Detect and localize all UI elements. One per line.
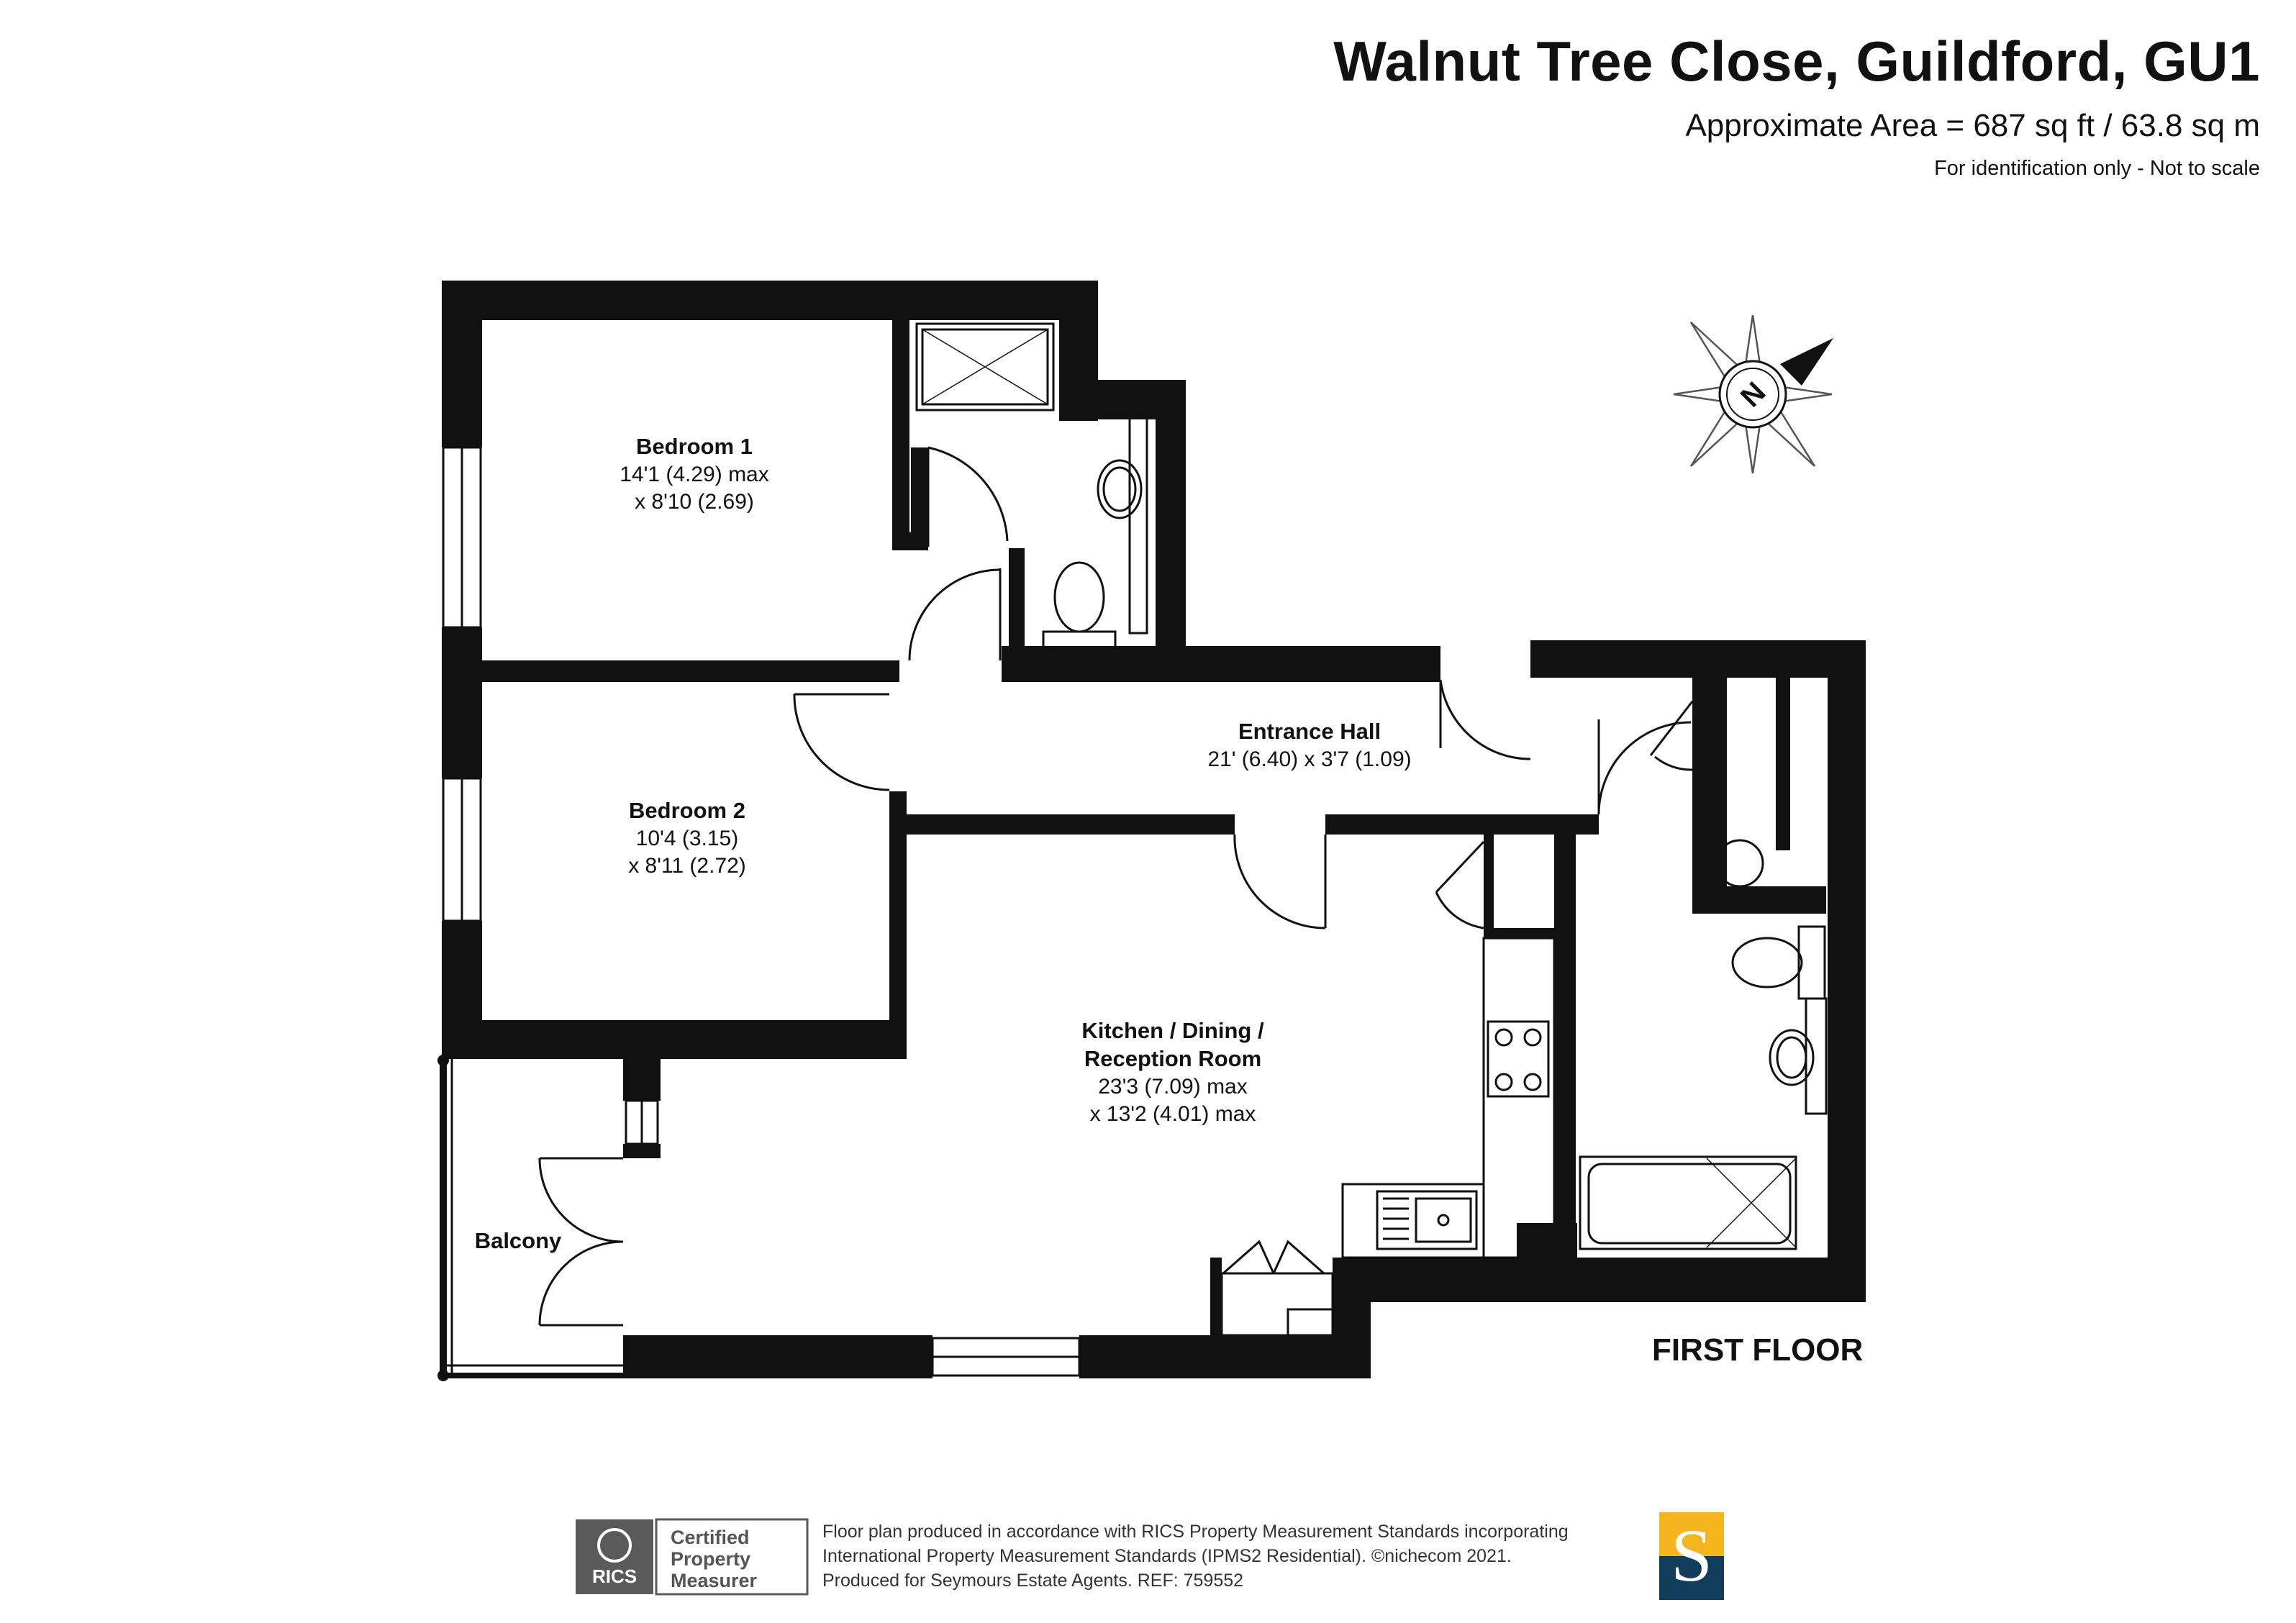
room-dimension: 23'3 (7.09) max xyxy=(1098,1075,1248,1099)
room-entrance-hall: Entrance Hall 21' (6.40) x 3'7 (1.09) xyxy=(1166,718,1453,773)
scale-note: For identification only - Not to scale xyxy=(1934,157,2260,180)
rics-line1: Certified xyxy=(671,1527,750,1548)
approximate-area: Approximate Area = 687 sq ft / 63.8 sq m xyxy=(1685,108,2260,143)
footer-line: Floor plan produced in accordance with R… xyxy=(822,1522,1569,1542)
footer-line: International Property Measurement Stand… xyxy=(822,1546,1512,1566)
balcony-post xyxy=(437,1055,449,1381)
rics-line2: Property xyxy=(671,1548,750,1570)
walls xyxy=(442,281,1866,1378)
room-bedroom-1: Bedroom 1 14'1 (4.29) max x 8'10 (2.69) xyxy=(590,433,799,516)
floor-label: FIRST FLOOR xyxy=(1652,1332,1864,1368)
room-dimension: x 8'11 (2.72) xyxy=(628,854,746,878)
room-dimension: 10'4 (3.15) xyxy=(635,827,739,850)
room-bedroom-2: Bedroom 2 10'4 (3.15) x 8'11 (2.72) xyxy=(590,797,784,880)
fixtures xyxy=(915,322,1828,1337)
room-name: Bedroom 1 xyxy=(636,434,753,459)
brand-letter: S xyxy=(1671,1514,1712,1597)
room-name: Kitchen / Dining / xyxy=(1081,1018,1264,1043)
room-name: Bedroom 2 xyxy=(629,798,745,823)
room-name: Reception Room xyxy=(1084,1046,1262,1071)
rics-lion-icon xyxy=(597,1528,632,1563)
rics-certified-badge: RICS Certified Property Measurer xyxy=(576,1518,809,1596)
room-name: Entrance Hall xyxy=(1238,719,1381,744)
room-kitchen-dining-reception: Kitchen / Dining / Reception Room 23'3 (… xyxy=(1036,1017,1310,1128)
footer-line: Produced for Seymours Estate Agents. REF… xyxy=(822,1570,1244,1591)
rics-org: RICS xyxy=(592,1565,637,1587)
room-name: Balcony xyxy=(474,1228,562,1253)
windows xyxy=(442,446,1081,1377)
rics-line3: Measurer xyxy=(671,1570,758,1591)
room-balcony: Balcony xyxy=(460,1227,576,1255)
compass-icon: N xyxy=(1673,314,1833,474)
balcony-outline xyxy=(440,1059,626,1378)
seymours-logo: S xyxy=(1659,1512,1724,1600)
page-title: Walnut Tree Close, Guildford, GU1 xyxy=(1333,29,2260,93)
doors xyxy=(538,446,1694,1327)
room-dimension: x 8'10 (2.69) xyxy=(635,490,754,514)
room-dimension: 21' (6.40) x 3'7 (1.09) xyxy=(1207,747,1412,771)
room-dimension: x 13'2 (4.01) max xyxy=(1089,1102,1256,1126)
room-dimension: 14'1 (4.29) max xyxy=(620,463,769,486)
footer-text: Floor plan produced in accordance with R… xyxy=(822,1519,1569,1593)
